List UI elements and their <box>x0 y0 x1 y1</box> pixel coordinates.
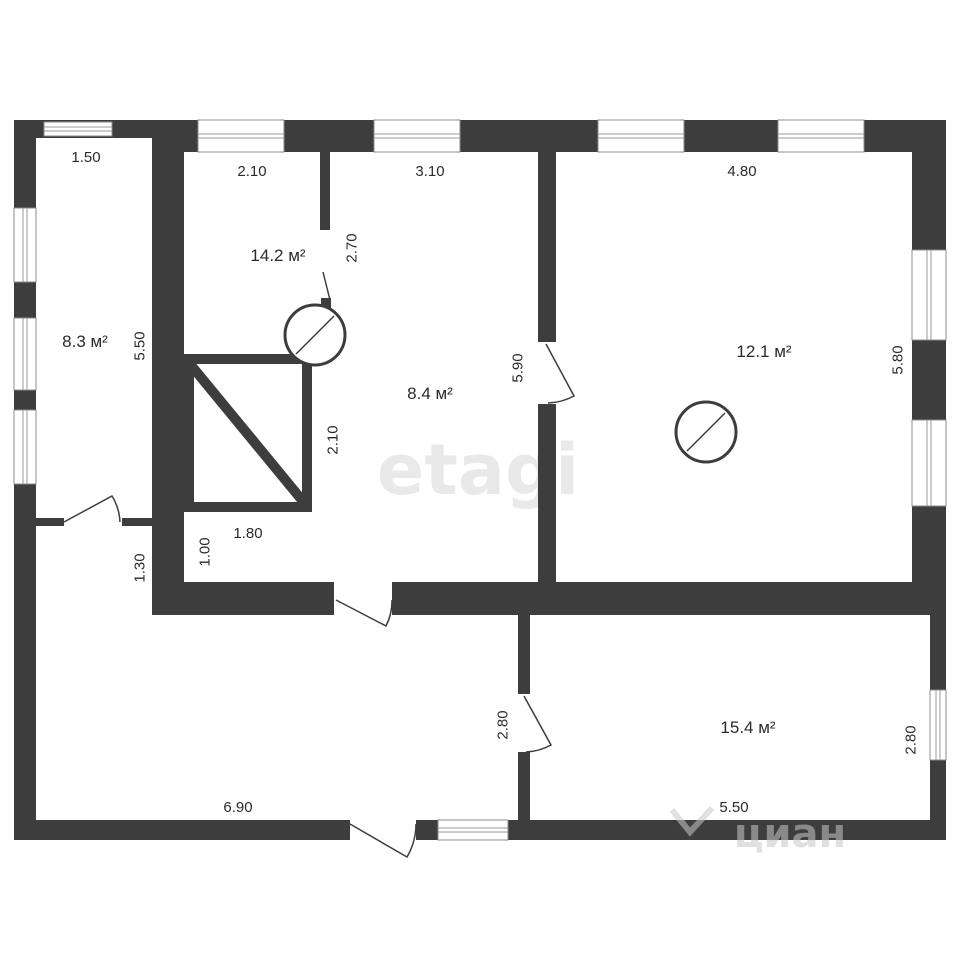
area-label-right: 12.1 м² <box>736 342 791 361</box>
area-label-bath: 14.2 м² <box>250 246 305 265</box>
dim-lower-right-width: 5.50 <box>719 799 748 816</box>
dim-closet-height: 2.10 <box>325 425 342 454</box>
cian-watermark-text: циан <box>734 811 846 857</box>
window <box>43 121 113 137</box>
window <box>13 317 37 391</box>
window-frame <box>43 121 113 137</box>
window-frame <box>13 317 37 391</box>
wall-hall-right-a <box>538 152 556 342</box>
window-frame <box>929 689 947 761</box>
window-frame <box>13 409 37 485</box>
wall-left-partition <box>152 120 184 615</box>
wall-bottom-right <box>416 820 946 840</box>
cian-watermark: циан <box>669 805 846 857</box>
window-frame <box>197 119 285 153</box>
window <box>437 819 509 841</box>
wall-middle-horizontal-a <box>152 582 334 615</box>
window <box>197 119 285 153</box>
dim-bath-height: 2.70 <box>344 233 361 262</box>
cian-logo-icon <box>669 805 715 837</box>
wall-left-room-bottom-b <box>122 518 152 526</box>
window <box>777 119 865 153</box>
dim-closet-width: 1.80 <box>233 525 262 542</box>
window-frame <box>13 207 37 283</box>
dim-lower-right-height: 2.80 <box>903 725 920 754</box>
dim-hall-width: 3.10 <box>415 163 444 180</box>
dim-corridor-width: 6.90 <box>223 799 252 816</box>
window <box>929 689 947 761</box>
door-right-room <box>545 343 576 404</box>
door-bath-hinge <box>321 298 331 308</box>
wall-bath-partition <box>320 152 330 230</box>
dim-bath-width: 2.10 <box>237 163 266 180</box>
window <box>597 119 685 153</box>
closet-outline <box>184 354 312 512</box>
window <box>13 207 37 283</box>
wall-hall-right-b <box>538 404 556 582</box>
door-hall-bottom <box>335 599 393 628</box>
riser-slash <box>686 412 726 452</box>
dim-right-room-height: 5.80 <box>890 345 907 374</box>
wall-middle-horizontal-b <box>392 582 946 615</box>
wall-lower-partition-a <box>518 615 530 694</box>
dim-right-room-width: 4.80 <box>727 163 756 180</box>
window <box>911 419 947 507</box>
dim-closet-gap: 1.00 <box>197 537 214 566</box>
window-frame <box>911 249 947 341</box>
door-left-room <box>63 495 121 523</box>
doors <box>63 271 576 859</box>
wall-lower-partition-b <box>518 752 530 820</box>
wall-left-room-bottom-a <box>36 518 64 526</box>
window <box>911 249 947 341</box>
area-label-lower-right: 15.4 м² <box>720 718 775 737</box>
closet-diagonal <box>186 360 310 509</box>
dim-corridor-height: 2.80 <box>495 710 512 739</box>
door-lower-right-room <box>523 695 553 753</box>
window-frame <box>373 119 461 153</box>
window-frame <box>597 119 685 153</box>
dim-corridor-gap: 1.30 <box>132 553 149 582</box>
closet <box>184 354 312 512</box>
window-frame <box>437 819 509 841</box>
wall-right-upper <box>912 120 946 615</box>
door-entrance <box>349 823 417 859</box>
wall-bottom-left <box>14 820 350 840</box>
dim-left-room-width: 1.50 <box>71 149 100 166</box>
area-label-hall: 8.4 м² <box>407 384 453 403</box>
riser-slash <box>295 315 335 355</box>
dim-left-room-height: 5.50 <box>132 331 149 360</box>
window-frame <box>911 419 947 507</box>
door-bath-leaf <box>322 271 331 301</box>
dim-hall-height: 5.90 <box>510 353 527 382</box>
riser-symbol-hall <box>283 303 347 367</box>
window <box>13 409 37 485</box>
windows <box>13 119 947 841</box>
window <box>373 119 461 153</box>
riser-symbol-right <box>674 400 738 464</box>
area-label-left: 8.3 м² <box>62 332 108 351</box>
window-frame <box>777 119 865 153</box>
